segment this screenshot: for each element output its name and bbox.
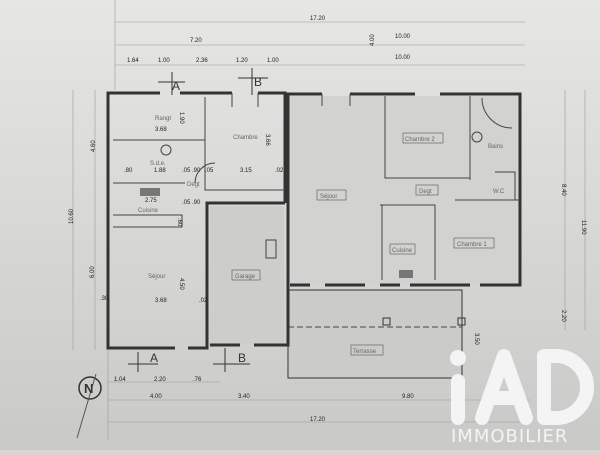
dim-bottom-left: 4.00 xyxy=(150,394,162,400)
dim-door-3: .05 xyxy=(205,168,214,174)
dim-seg-3: 2.36 xyxy=(196,58,208,64)
room-bains: Bains xyxy=(488,144,503,150)
dim-left-total: 10.60 xyxy=(69,208,75,224)
room-degt-right: Degt xyxy=(419,189,432,195)
dim-bottom-mid: 3.40 xyxy=(238,394,250,400)
section-marker-b-bottom: B xyxy=(238,351,246,365)
room-chambre-2: Chambre 2 xyxy=(405,137,435,143)
section-marker-a-top: A xyxy=(172,79,180,93)
room-sejour-right: Séjour xyxy=(320,194,337,200)
dim-bottom-seg-3: .76 xyxy=(193,377,202,383)
dim-door-5: .90 xyxy=(192,200,201,206)
dim-bottom-seg-1: 1.04 xyxy=(114,377,126,383)
dim-right-upper: 8.40 xyxy=(560,184,566,196)
dim-top-left: 7.20 xyxy=(190,38,202,44)
dim-sde-shower: .80 xyxy=(124,168,133,174)
dim-rangt-height: 1.90 xyxy=(178,112,184,124)
room-labels: Rangt Chambre S.d.e. Degt Cuisine Séjour… xyxy=(138,116,505,356)
room-degt-left: Degt xyxy=(187,182,200,188)
room-garage: Garage xyxy=(235,274,256,280)
dim-cuisine-width: 2.75 xyxy=(145,198,157,204)
north-arrow-icon: N xyxy=(76,373,102,439)
dim-right-total: 11.90 xyxy=(580,220,586,235)
dim-right-lower: 2.20 xyxy=(560,310,566,322)
dim-top-right-1: 10.00 xyxy=(395,34,411,40)
dim-left-upper: 4.60 xyxy=(91,140,97,152)
dim-door-1: .05 xyxy=(182,168,191,174)
dim-sejour-width: 3.68 xyxy=(155,298,167,304)
watermark-text: IMMOBILIER xyxy=(451,426,569,447)
dim-sejour-wall-left: .30 xyxy=(100,296,109,302)
dim-seg-2: 1.00 xyxy=(158,58,170,64)
dim-door-4: .05 xyxy=(182,200,191,206)
dim-top-total: 17.20 xyxy=(310,16,326,22)
dim-sejour-height: 4.50 xyxy=(178,278,184,290)
section-marker-b-top: B xyxy=(254,75,262,89)
room-cuisine-right: Cuisine xyxy=(392,248,413,254)
dim-top-vertical: 4.00 xyxy=(370,34,376,46)
room-chambre: Chambre xyxy=(233,135,258,141)
dim-rangt-width: 3.68 xyxy=(155,127,167,133)
dim-sde-width: 1.88 xyxy=(154,168,166,174)
dimension-labels: 17.20 7.20 4.00 10.00 10.00 1.64 1.00 2.… xyxy=(69,16,586,423)
dim-chambre-height: 3.66 xyxy=(264,134,270,146)
dim-cuisine-depth: .60 xyxy=(176,218,182,227)
dim-seg-4: 1.20 xyxy=(236,58,248,64)
dim-left-lower: 6.00 xyxy=(90,266,96,278)
dim-door-2: .90 xyxy=(192,168,201,174)
room-cuisine-left: Cuisine xyxy=(138,208,159,214)
walls xyxy=(106,91,522,350)
room-chambre-1: Chambre 1 xyxy=(457,242,487,248)
dim-seg-1: 1.64 xyxy=(127,58,139,64)
dim-bottom-right: 9.80 xyxy=(402,394,414,400)
dim-chambre-width: 3.15 xyxy=(240,168,252,174)
dim-bottom-total: 17.20 xyxy=(310,417,326,423)
section-markers xyxy=(128,68,268,372)
dim-sejour-wall-right: .02 xyxy=(199,298,208,304)
room-terrasse: Terrasse xyxy=(353,349,377,355)
room-wc: W.C xyxy=(493,189,505,195)
dim-terrace-depth: 3.50 xyxy=(473,333,479,345)
room-sde: S.d.e. xyxy=(150,161,166,167)
dim-top-right-2: 10.00 xyxy=(395,55,411,61)
room-sejour-left: Séjour xyxy=(148,274,165,280)
dim-seg-5: 1.00 xyxy=(267,58,279,64)
svg-text:N: N xyxy=(84,381,93,396)
room-rangement: Rangt xyxy=(155,116,171,122)
dim-chambre-wall: .02 xyxy=(275,168,284,174)
iad-logo xyxy=(450,349,594,425)
dim-bottom-seg-2: 2.20 xyxy=(154,377,166,383)
section-marker-a-bottom: A xyxy=(150,351,158,365)
